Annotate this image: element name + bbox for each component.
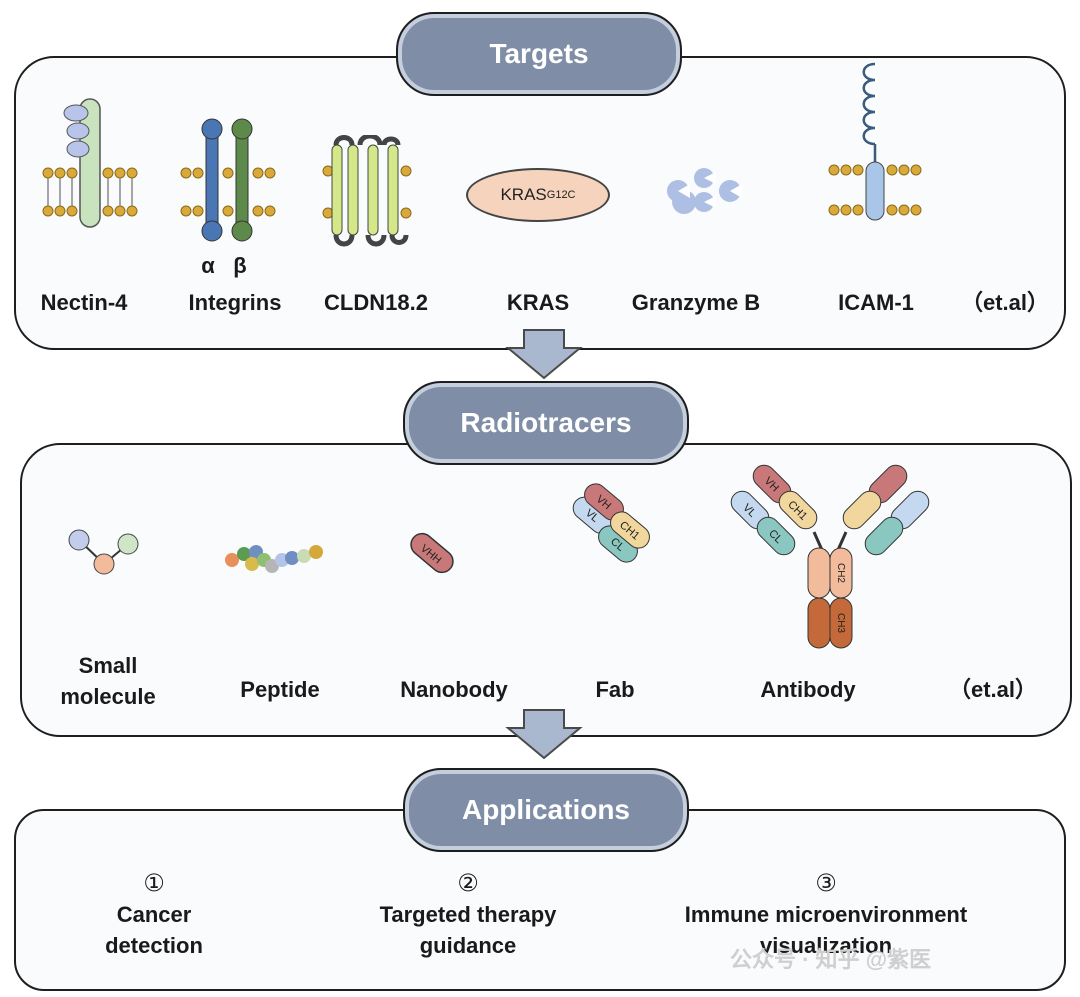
target-label-icam1: ICAM-1 xyxy=(838,290,914,315)
down-arrow-2 xyxy=(505,709,583,760)
tracer-label-peptide: Peptide xyxy=(240,677,320,702)
application-line2-1: detection xyxy=(105,933,203,958)
membrane xyxy=(42,167,138,217)
integrin-alpha-label: α xyxy=(201,253,215,278)
targets-title: Targets xyxy=(396,12,682,96)
tracer-label-etal: （et.al） xyxy=(948,677,1038,702)
application-num-3: ③ xyxy=(815,870,837,897)
application-line1-2: Targeted therapy xyxy=(379,902,557,927)
application-item-1: ① Cancer detection xyxy=(64,868,244,961)
watermark: 公众号 · 知乎 @紫医 xyxy=(730,947,932,972)
small-line1: Small xyxy=(78,653,138,678)
small-molecule-icon xyxy=(68,529,139,575)
tracer-label-antibody: Antibody xyxy=(760,677,856,702)
application-line2-3: visualization xyxy=(759,933,893,958)
target-label-cldn18: CLDN18.2 xyxy=(324,290,428,315)
ab-ch3-text: CH3 xyxy=(835,613,846,633)
applications-title: Applications xyxy=(403,768,689,852)
granzyme-icon xyxy=(667,168,742,214)
tracer-label-fab: Fab xyxy=(595,677,635,702)
ab-ch2-text: CH2 xyxy=(835,563,846,583)
icam1-icon xyxy=(828,62,922,221)
target-label-integrins: Integrins xyxy=(188,290,282,315)
cldn18-icon xyxy=(322,135,412,247)
application-line1-3: Immune microenvironment xyxy=(684,902,968,927)
application-line1-1: Cancer xyxy=(116,902,192,927)
nectin4-icon xyxy=(42,98,138,228)
target-label-kras: KRAS xyxy=(506,290,570,315)
application-num-1: ① xyxy=(143,870,165,897)
small-line2: molecule xyxy=(60,684,156,709)
integrin-beta-label: β xyxy=(233,253,247,278)
antibody-icon: VL CL VH CH1 CH2 CH3 xyxy=(730,464,930,649)
application-item-2: ② Targeted therapy guidance xyxy=(340,868,596,961)
radiotracers-title: Radiotracers xyxy=(403,381,689,465)
target-label-granzyme: Granzyme B xyxy=(631,290,761,315)
kras-mutation: G12C xyxy=(546,189,576,201)
application-item-3: ③ Immune microenvironment visualization xyxy=(646,868,1006,961)
application-num-2: ② xyxy=(457,870,479,897)
radiotracers-panel xyxy=(20,443,1072,737)
target-label-etal: （et.al） xyxy=(960,290,1050,315)
target-label-nectin4: Nectin-4 xyxy=(40,290,128,315)
kras-text: KRAS xyxy=(500,185,547,204)
fab-icon: VL CL VH CH1 xyxy=(572,483,650,563)
down-arrow-1 xyxy=(505,329,583,380)
tracer-label-nanobody: Nanobody xyxy=(400,677,508,702)
peptide-icon xyxy=(225,545,323,573)
application-line2-2: guidance xyxy=(419,933,517,958)
integrins-icon xyxy=(180,118,276,242)
nanobody-icon: VHH xyxy=(410,532,454,574)
tracer-label-small-molecule: Small molecule xyxy=(44,650,172,712)
